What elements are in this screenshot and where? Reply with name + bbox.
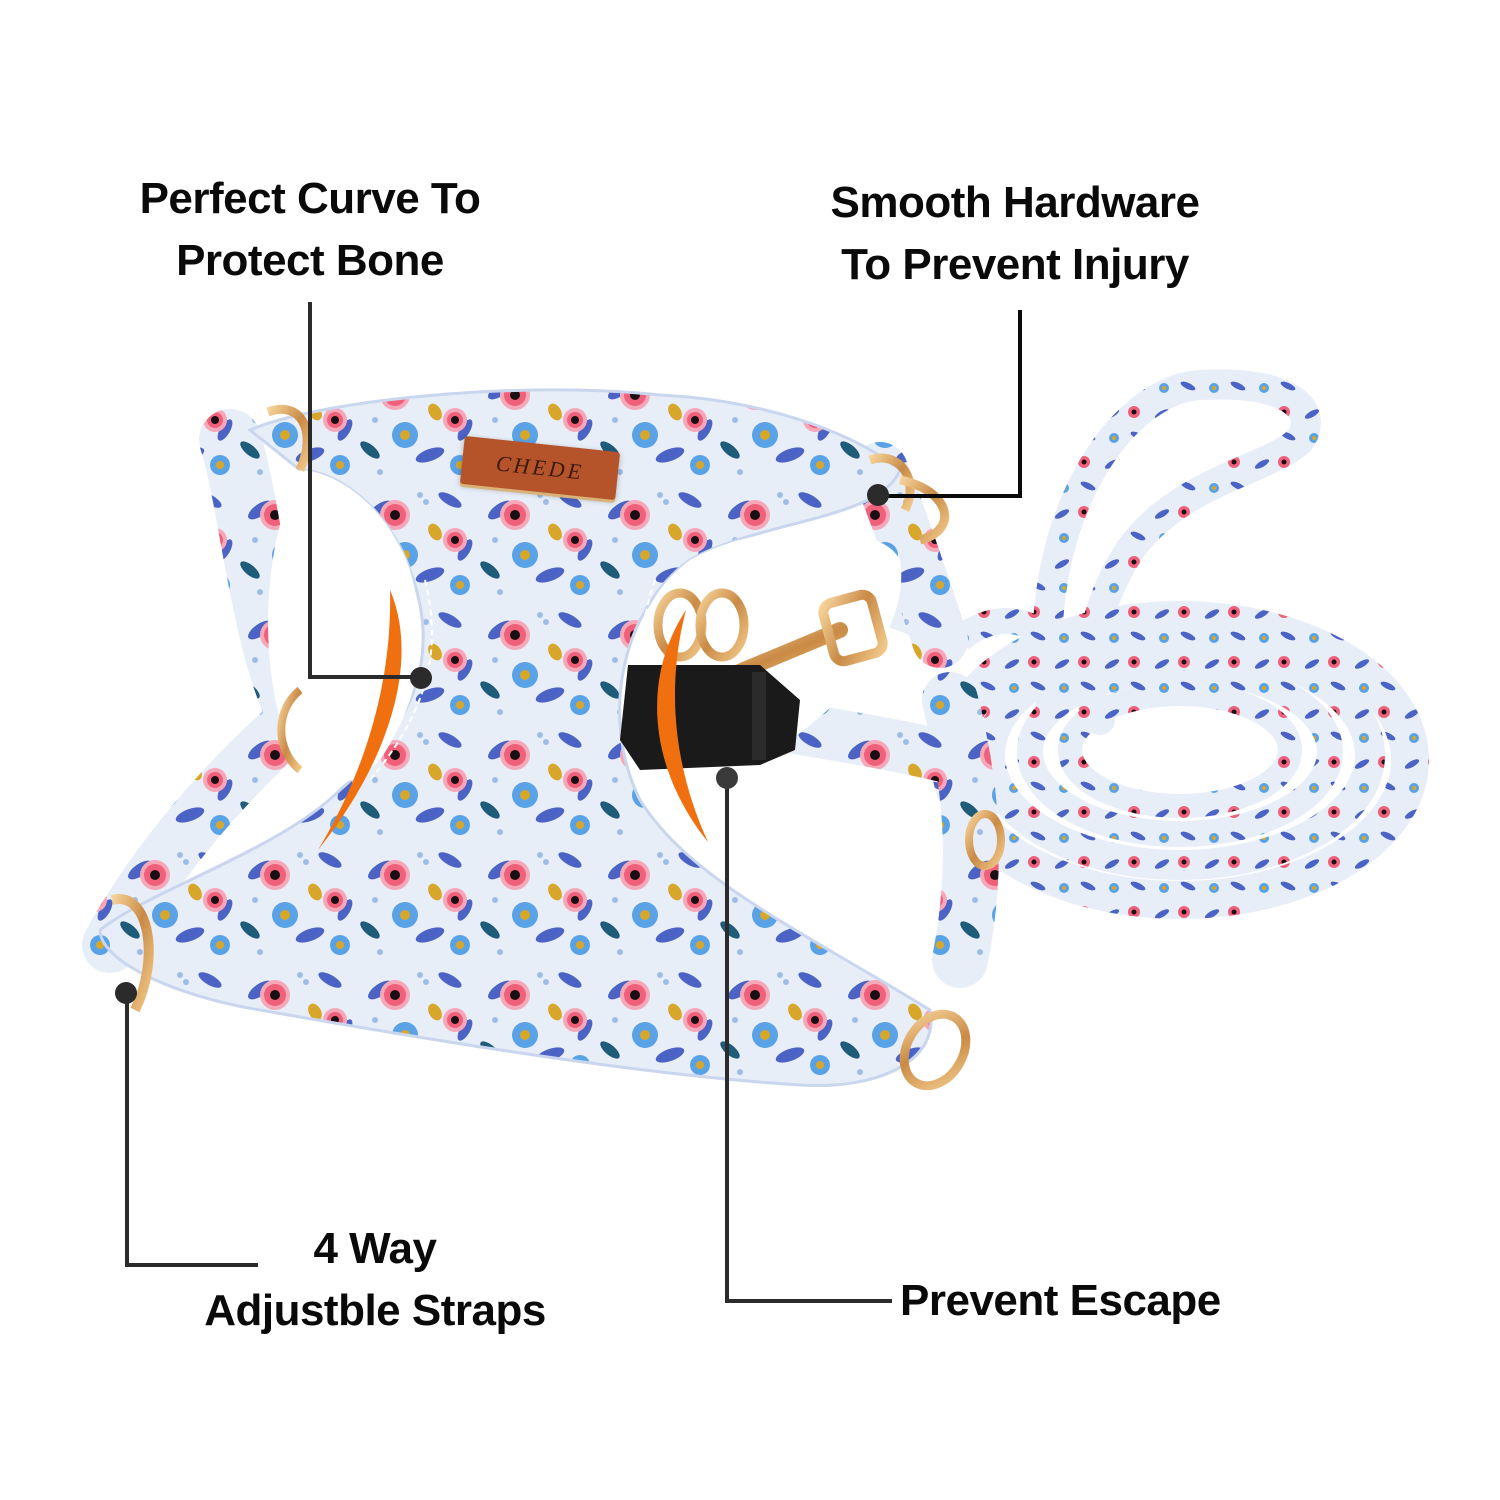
callout-line: To Prevent Injury xyxy=(841,240,1189,289)
callout-prevent-escape: Prevent Escape xyxy=(900,1270,1290,1332)
curve-accent-right xyxy=(657,610,708,842)
callout-perfect-curve: Perfect Curve To Protect Bone xyxy=(100,168,520,292)
hardware-callout-dot xyxy=(867,484,889,506)
callout-dots xyxy=(115,484,889,1004)
callout-line: Protect Bone xyxy=(176,236,444,285)
callout-line: Perfect Curve To xyxy=(139,174,481,223)
side-release-buckle xyxy=(620,665,800,770)
escape-callout-dot xyxy=(716,767,738,789)
callout-line: 4 Way xyxy=(313,1224,437,1273)
leash xyxy=(875,369,1429,919)
callout-line: Prevent Escape xyxy=(900,1276,1221,1325)
callout-line: Adjustble Straps xyxy=(204,1286,546,1335)
curve-accent-left xyxy=(318,590,402,850)
callout-adjustable-straps: 4 Way Adjustble Straps xyxy=(170,1218,580,1342)
callout-line: Smooth Hardware xyxy=(830,178,1200,227)
callout-smooth-hardware: Smooth Hardware To Prevent Injury xyxy=(790,172,1240,296)
curve-callout-dot xyxy=(410,667,432,689)
straps-callout-dot xyxy=(115,982,137,1004)
harness-vest xyxy=(98,388,933,1088)
callout-lines xyxy=(125,302,1022,1303)
